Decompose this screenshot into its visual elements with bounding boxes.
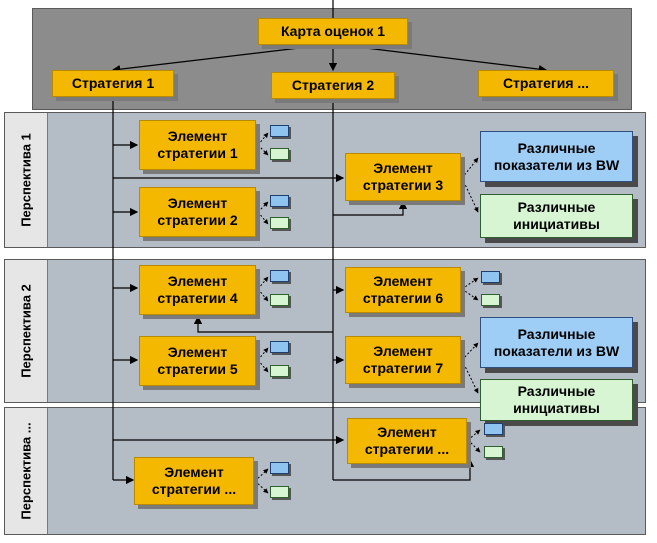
initiative-icon[interactable]: [270, 365, 289, 377]
initiative-icon[interactable]: [270, 486, 289, 498]
initiative-icon[interactable]: [270, 148, 289, 160]
kpi-icon[interactable]: [270, 341, 289, 353]
strategy-element-label: Элемент стратегии 1: [157, 128, 238, 161]
strategy-element-more-1[interactable]: Элемент стратегии ...: [347, 418, 467, 464]
strategy-box-3[interactable]: Стратегия ...: [478, 70, 614, 97]
initiative-icon[interactable]: [484, 446, 503, 458]
strategy-element-label: Элемент стратегии 4: [157, 273, 238, 306]
strategy-element-5[interactable]: Элемент стратегии 5: [139, 336, 256, 386]
kpi-icon[interactable]: [270, 270, 289, 282]
scorecard-title: Карта оценок 1: [280, 23, 386, 39]
kpi-icon[interactable]: [484, 423, 503, 435]
strategy-label-1: Стратегия 1: [71, 75, 155, 91]
perspective-label-area-2: Перспектива 2: [5, 260, 48, 402]
strategy-element-3[interactable]: Элемент стратегии 3: [345, 153, 461, 201]
strategy-element-label: Элемент стратегии 7: [362, 343, 444, 376]
kpi-icon[interactable]: [270, 125, 289, 137]
bw-indicators-label: Различные показатели из BW: [493, 139, 620, 173]
kpi-icon[interactable]: [481, 271, 500, 283]
kpi-icon[interactable]: [270, 462, 289, 474]
strategy-element-2[interactable]: Элемент стратегии 2: [139, 187, 256, 237]
perspective-lane-3: Перспектива ...: [4, 407, 646, 535]
strategy-box-2[interactable]: Стратегия 2: [271, 72, 395, 99]
strategy-box-1[interactable]: Стратегия 1: [52, 70, 174, 97]
perspective-label-area-3: Перспектива ...: [5, 408, 48, 534]
strategy-element-4[interactable]: Элемент стратегии 4: [139, 265, 256, 315]
initiatives-box-2[interactable]: Различные инициативы: [480, 379, 633, 421]
bw-indicators-box-1[interactable]: Различные показатели из BW: [480, 131, 633, 182]
initiatives-label: Различные инициативы: [513, 383, 600, 416]
strategy-element-1[interactable]: Элемент стратегии 1: [139, 120, 256, 170]
perspective-label-area-1: Перспектива 1: [5, 113, 48, 247]
scorecard-title-box[interactable]: Карта оценок 1: [258, 18, 408, 45]
strategy-element-label: Элемент стратегии ...: [151, 464, 237, 497]
bw-indicators-box-2[interactable]: Различные показатели из BW: [480, 317, 633, 368]
initiatives-box-1[interactable]: Различные инициативы: [480, 194, 633, 238]
initiative-icon[interactable]: [270, 294, 289, 306]
strategy-element-more-2[interactable]: Элемент стратегии ...: [134, 457, 254, 505]
strategy-label-2: Стратегия 2: [291, 77, 375, 93]
initiatives-label: Различные инициативы: [513, 199, 600, 232]
strategy-element-label: Элемент стратегии 3: [362, 160, 444, 193]
strategy-element-label: Элемент стратегии 5: [157, 344, 238, 377]
bw-indicators-label: Различные показатели из BW: [493, 325, 620, 359]
strategy-element-7[interactable]: Элемент стратегии 7: [345, 336, 461, 384]
strategy-element-label: Элемент стратегии 6: [362, 273, 444, 306]
kpi-icon[interactable]: [270, 195, 289, 207]
strategy-element-label: Элемент стратегии 2: [157, 195, 238, 228]
initiative-icon[interactable]: [481, 294, 500, 306]
strategy-label-3: Стратегия ...: [502, 75, 590, 91]
strategy-element-6[interactable]: Элемент стратегии 6: [345, 267, 461, 313]
initiative-icon[interactable]: [270, 217, 289, 229]
strategy-element-label: Элемент стратегии ...: [364, 424, 450, 457]
